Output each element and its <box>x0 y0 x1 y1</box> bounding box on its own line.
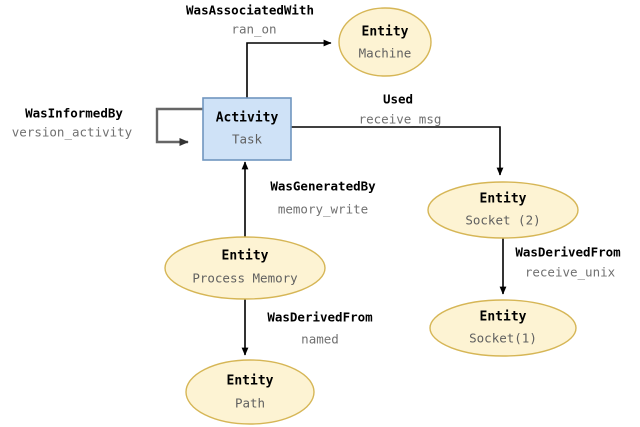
entity-path-subtitle: Path <box>235 396 265 411</box>
entity-path-title: Entity <box>227 374 274 389</box>
edge-was-informed-by-relation: WasInformedBy <box>25 106 123 121</box>
edge-was-derived-from-unix-relation: WasDerivedFrom <box>515 245 621 260</box>
node-entity-socket-1[interactable]: Entity Socket(1) <box>429 299 577 357</box>
edge-used-value: receive_msg <box>359 112 442 127</box>
edge-was-derived-from-named-value: named <box>301 332 339 347</box>
entity-path-shape[interactable] <box>185 359 315 425</box>
entity-process-memory-subtitle: Process Memory <box>192 271 298 286</box>
entity-process-memory-title: Entity <box>222 249 269 264</box>
edge-was-informed-by-value: version_activity <box>12 125 133 140</box>
entity-socket-1-title: Entity <box>480 310 527 325</box>
edge-was-associated-with-value: ran_on <box>231 22 276 37</box>
entity-socket-2-title: Entity <box>480 192 527 207</box>
edge-was-derived-from-named-relation: WasDerivedFrom <box>267 310 373 325</box>
node-entity-socket-2[interactable]: Entity Socket (2) <box>427 181 579 239</box>
entity-socket-1-shape[interactable] <box>429 299 577 357</box>
activity-task-subtitle: Task <box>232 132 263 147</box>
entity-machine-shape[interactable] <box>338 7 432 77</box>
entity-machine-subtitle: Machine <box>359 46 412 61</box>
edge-was-derived-from-unix-value: receive_unix <box>525 265 616 280</box>
edge-used-path <box>291 126 504 176</box>
edge-was-associated-with-relation: WasAssociatedWith <box>186 3 314 18</box>
activity-task-shape[interactable] <box>202 97 292 161</box>
node-entity-path[interactable]: Entity Path <box>185 359 315 425</box>
entity-machine-title: Entity <box>362 25 409 40</box>
node-activity-task[interactable]: Activity Task <box>202 97 292 161</box>
edge-was-generated-by: WasGeneratedBy memory_write <box>241 161 376 240</box>
edge-was-informed-by-path <box>155 107 203 146</box>
edge-used: Used receive_msg <box>291 92 504 176</box>
entity-process-memory-shape[interactable] <box>164 236 326 300</box>
edge-was-generated-by-relation: WasGeneratedBy <box>270 179 376 194</box>
edge-was-informed-by: WasInformedBy version_activity <box>12 106 203 146</box>
activity-task-title: Activity <box>216 111 279 126</box>
entity-socket-2-shape[interactable] <box>427 181 579 239</box>
edge-was-associated-with-path <box>246 39 332 98</box>
entity-socket-1-subtitle: Socket(1) <box>469 331 537 346</box>
node-entity-machine[interactable]: Entity Machine <box>338 7 432 77</box>
edge-was-associated-with: WasAssociatedWith ran_on <box>186 3 332 98</box>
node-entity-process-memory[interactable]: Entity Process Memory <box>164 236 326 300</box>
edge-used-relation: Used <box>383 92 413 107</box>
edge-was-derived-from-named: WasDerivedFrom named <box>241 296 373 356</box>
edge-was-generated-by-value: memory_write <box>278 202 368 217</box>
entity-socket-2-subtitle: Socket (2) <box>465 213 540 228</box>
edge-was-derived-from-unix: WasDerivedFrom receive_unix <box>499 238 621 295</box>
